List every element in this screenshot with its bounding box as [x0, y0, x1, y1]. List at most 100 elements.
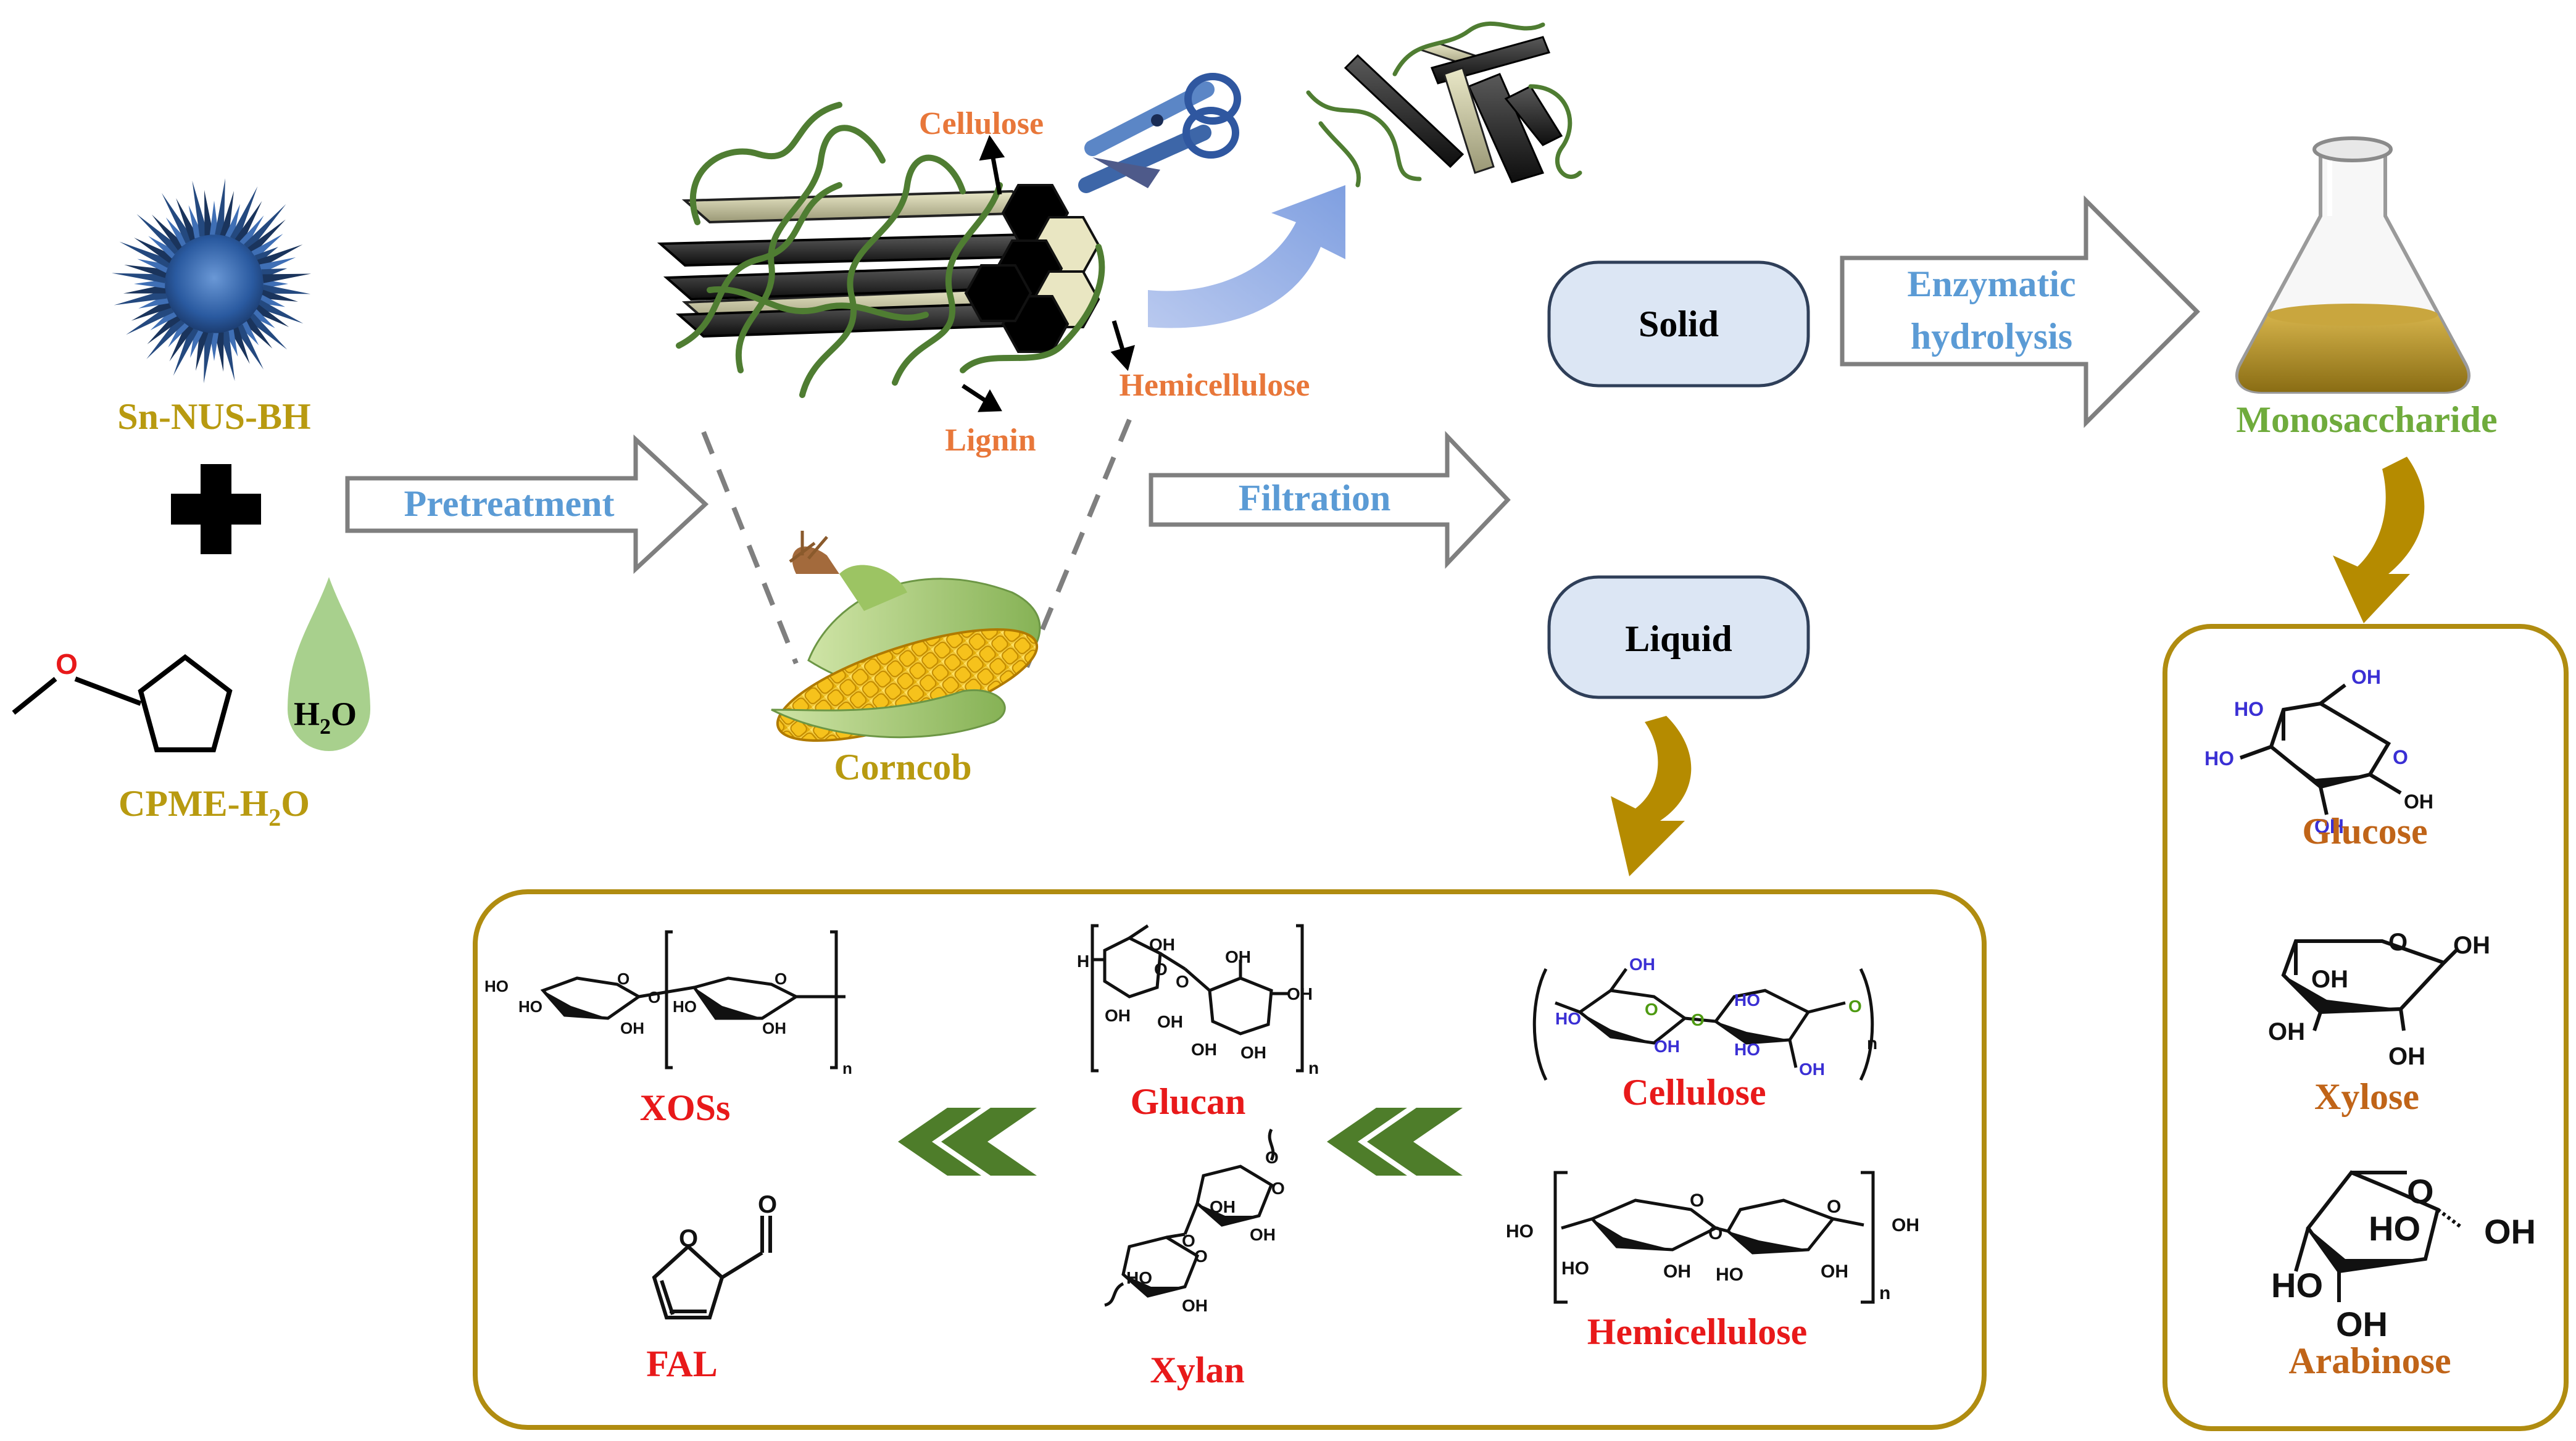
- svg-text:O: O: [679, 1225, 698, 1252]
- arabinose-atom-labels: O HO OH HO OH: [2271, 1172, 2536, 1343]
- liquid-phase-pill: [1547, 575, 1810, 699]
- catalyst-label: Sn-NUS-BH: [117, 396, 310, 437]
- furfural-structure-icon: [652, 1216, 772, 1319]
- liquid-down-arrow: [1611, 716, 1692, 876]
- conversion-chevron-left-icon: [898, 1108, 1037, 1176]
- svg-text:H: H: [1077, 952, 1089, 971]
- svg-text:HO: HO: [673, 997, 697, 1016]
- xylan-atom-labels: O O OH OH O O HO OH: [1126, 1148, 1285, 1315]
- xylose-label: Xylose: [2314, 1076, 2419, 1117]
- svg-text:HO: HO: [484, 977, 509, 995]
- water-droplet-icon: [288, 577, 370, 751]
- svg-text:O: O: [617, 970, 629, 988]
- svg-text:n: n: [842, 1059, 852, 1078]
- enzymatic-label-line2: hydrolysis: [1911, 316, 2072, 357]
- svg-text:OH: OH: [1149, 935, 1175, 954]
- svg-text:HO: HO: [2234, 698, 2264, 720]
- svg-text:O: O: [775, 970, 787, 988]
- liquid-products-panel: [473, 889, 1987, 1430]
- svg-text:O: O: [1271, 1179, 1285, 1198]
- svg-text:OH: OH: [2336, 1305, 2388, 1343]
- filtration-arrow: [1149, 431, 1511, 569]
- enzymatic-hydrolysis-arrow: [1840, 195, 2200, 428]
- fal-product-label: FAL: [646, 1343, 718, 1384]
- svg-text:n: n: [1879, 1283, 1890, 1303]
- monosaccharide-panel: [2163, 624, 2569, 1431]
- hemicellulose-component-label: Hemicellulose: [1119, 368, 1310, 403]
- svg-text:OH: OH: [2404, 791, 2433, 813]
- xylan-product-label: Xylan: [1150, 1350, 1244, 1390]
- svg-text:OH: OH: [1105, 1006, 1131, 1025]
- svg-text:O: O: [1691, 1010, 1705, 1029]
- svg-text:O: O: [1154, 960, 1168, 979]
- svg-text:n: n: [1867, 1034, 1877, 1053]
- separated-fibers-icon: [1306, 21, 1582, 188]
- cpme-structure-icon: [12, 654, 233, 752]
- furfural-atom-labels: O O: [679, 1191, 777, 1252]
- svg-text:OH: OH: [762, 1019, 786, 1037]
- svg-text:OH: OH: [1157, 1012, 1183, 1031]
- hemicellulose-structure-icon: [1553, 1171, 1875, 1304]
- svg-text:OH: OH: [1799, 1060, 1825, 1079]
- monosaccharide-down-arrow: [2333, 457, 2425, 623]
- svg-text:OH: OH: [1250, 1225, 1276, 1244]
- svg-text:O: O: [1194, 1247, 1208, 1266]
- svg-text:HO: HO: [2204, 747, 2234, 770]
- svg-text:O: O: [758, 1191, 777, 1218]
- liquid-label: Liquid: [1625, 618, 1732, 659]
- glucan-structure-icon: [1091, 924, 1304, 1073]
- scissors-icon: [1078, 73, 1241, 193]
- xylose-structure-icon: [2281, 939, 2458, 1031]
- solid-phase-pill: [1547, 260, 1810, 388]
- svg-text:O: O: [2407, 1172, 2434, 1211]
- cpme-oxygen-atom: O: [56, 648, 78, 680]
- xoss-structure-icon: [540, 930, 846, 1069]
- svg-text:OH: OH: [2484, 1212, 2536, 1251]
- arabinose-label: Arabinose: [2288, 1340, 2451, 1381]
- glucose-structure-icon: [2239, 683, 2402, 815]
- svg-text:OH: OH: [1629, 955, 1655, 974]
- svg-text:HO: HO: [2271, 1266, 2323, 1305]
- svg-text:OH: OH: [1210, 1197, 1236, 1216]
- svg-text:OH: OH: [2453, 932, 2490, 959]
- svg-text:O: O: [1265, 1148, 1279, 1167]
- svg-text:OH: OH: [2311, 966, 2348, 993]
- svg-text:OH: OH: [1225, 947, 1251, 966]
- conversion-chevron-right-icon: [1327, 1108, 1463, 1176]
- svg-text:O: O: [2388, 929, 2408, 956]
- svg-text:O: O: [1708, 1223, 1722, 1244]
- hemicellulose-product-label: Hemicellulose: [1587, 1311, 1808, 1352]
- lignin-component-label: Lignin: [945, 423, 1036, 458]
- cellulose-atom-labels: OH HO O OH O HO HO OH O n: [1555, 955, 1877, 1079]
- arabinose-structure-icon: [2294, 1170, 2464, 1302]
- svg-text:O: O: [648, 988, 660, 1007]
- pretreatment-label: Pretreatment: [404, 483, 615, 524]
- pretreatment-arrow: [345, 434, 709, 575]
- cellulose-structure-icon: [1532, 968, 1874, 1081]
- svg-text:HO: HO: [1506, 1221, 1534, 1242]
- glucose-atom-labels: OH HO O HO OH OH: [2204, 666, 2433, 837]
- corncob-label: Corncob: [834, 747, 971, 787]
- cellulose-component-label: Cellulose: [919, 106, 1044, 141]
- water-formula: H2O: [294, 696, 357, 739]
- glucose-label: Glucose: [2302, 811, 2427, 852]
- xoss-product-label: XOSs: [640, 1087, 731, 1128]
- glucan-product-label: Glucan: [1131, 1081, 1246, 1122]
- svg-text:n: n: [1308, 1058, 1319, 1078]
- cellulose-product-label: Cellulose: [1622, 1072, 1766, 1113]
- hemicellulose-atom-labels: HO O O O OH HO OH HO OH n: [1506, 1190, 1919, 1303]
- xoss-atom-labels: HO HO O O OH HO O OH n: [484, 970, 852, 1078]
- xylose-atom-labels: O OH OH OH OH: [2268, 929, 2490, 1070]
- erlenmeyer-flask-icon: [2235, 136, 2470, 394]
- svg-text:OH: OH: [1191, 1040, 1217, 1059]
- svg-text:HO: HO: [1555, 1009, 1581, 1028]
- svg-text:OH: OH: [2351, 666, 2381, 688]
- glucan-atom-labels: OH H O O OH OH OH OH OH OH n: [1077, 935, 1319, 1078]
- catalyst-sea-urchin-icon: [111, 178, 312, 384]
- svg-text:O: O: [1827, 1197, 1841, 1217]
- svg-text:OH: OH: [2268, 1018, 2305, 1045]
- solvent-label: CPME-H2O: [118, 783, 310, 831]
- svg-text:HO: HO: [2369, 1209, 2420, 1248]
- svg-text:O: O: [1176, 972, 1189, 991]
